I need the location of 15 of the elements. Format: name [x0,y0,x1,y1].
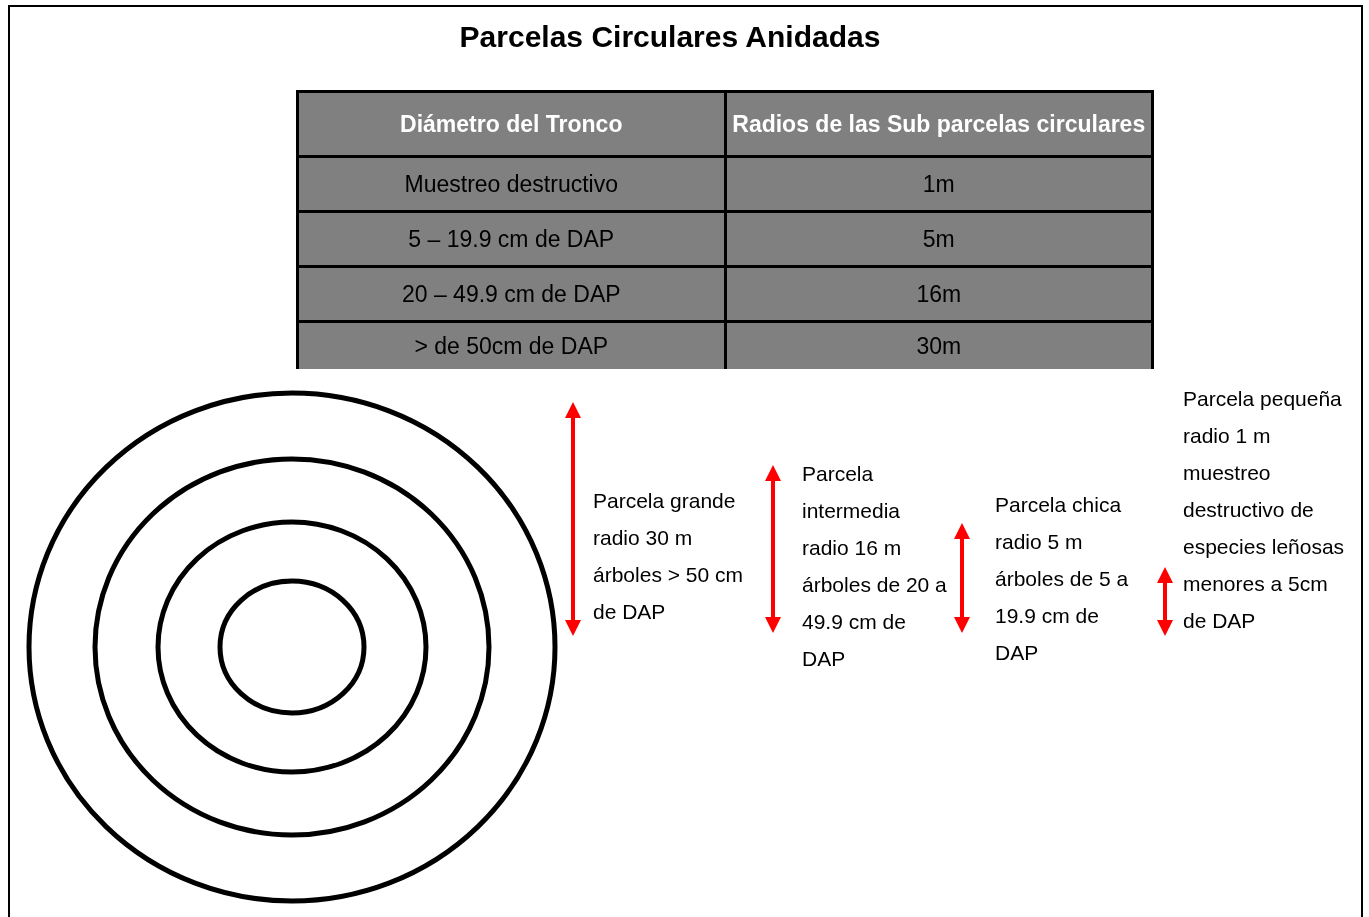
table-cell: 20 – 49.9 cm de DAP [297,266,725,322]
column-header: Radios de las Sub parcelas circulares [725,91,1153,157]
table-cell: 1m [725,156,1153,212]
table-cell: 16m [725,266,1153,322]
plot-description: Parcela grande radio 30 m árboles > 50 cm de DAP [593,488,743,625]
table-cell: > de 50cm de DAP [297,321,725,369]
table-cell: 5m [725,211,1153,267]
plot-description: Parcela pequeña radio 1 m muestreo destructivo de especies leñosas menores a 5cm de DAP [1183,386,1346,634]
plot-description: Parcela intermedia radio 16 m árboles de 20 a 49.9 cm de DAP [802,461,948,672]
diagram-title: Parcelas Circulares Anidadas [458,20,882,54]
column-header: Diámetro del Tronco [297,91,725,157]
table-cell: 5 – 19.9 cm de DAP [297,211,725,267]
plot-description: Parcela chica radio 5 m árboles de 5 a 19.9 cm de DAP [995,492,1130,666]
table-cell: 30m [725,321,1153,369]
table-cell: Muestreo destructivo [297,156,725,212]
